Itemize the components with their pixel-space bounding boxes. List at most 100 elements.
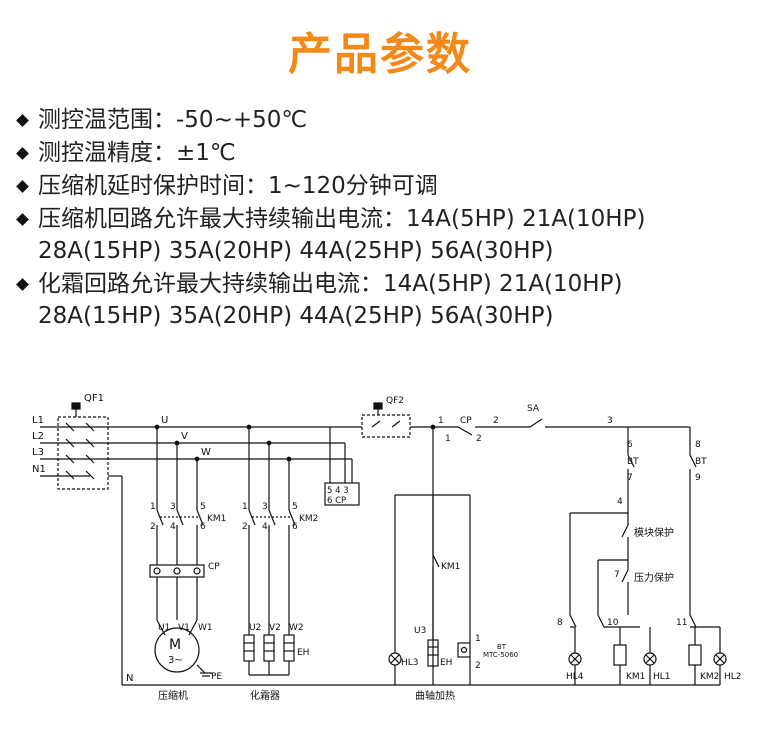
ctrl-node-3: 3: [607, 416, 613, 426]
lamp-hl1-label: HL1: [653, 672, 671, 682]
ctrl-bt-6: BT: [627, 457, 639, 467]
qf1-breaker-box: [57, 416, 109, 490]
km2-top-1: 1: [242, 502, 248, 512]
ground-pe-label: PE: [211, 672, 222, 682]
param-text-continued: 28A(15HP) 35A(20HP) 44A(25HP) 56A(30HP): [38, 303, 554, 329]
neutral-bus: [108, 475, 721, 686]
bt-label: BT: [497, 643, 507, 651]
lamp-hl2-icon: [713, 652, 727, 666]
ctrl-node-7: 7: [627, 473, 633, 483]
page-title: 产品参数: [288, 29, 472, 80]
breaker-label-qf1: QF1: [84, 393, 104, 404]
bt-terminal-1: 1: [475, 634, 481, 644]
km1-top-1: 1: [150, 502, 156, 512]
km1-label: KM1: [207, 514, 226, 524]
crank-eh-label: EH: [440, 658, 452, 668]
coil-km1-label: KM1: [626, 672, 645, 682]
breaker-label-qf2: QF2: [386, 396, 404, 406]
km2-top-3: 3: [262, 502, 268, 512]
ctrl-node-6: 6: [627, 440, 633, 450]
ctrl-node-4: 4: [617, 497, 623, 507]
bt-sensor-icon: [457, 642, 471, 658]
crank-u3-label: U3: [414, 626, 426, 636]
ctrl-node-8: 8: [695, 440, 701, 450]
coil-km2-label: KM2: [700, 672, 719, 682]
qf2-breaker-box: [361, 414, 411, 438]
crank-km1-contact-label: KM1: [441, 562, 460, 572]
km1-contacts: [156, 500, 204, 545]
lamp-hl1-icon: [643, 652, 657, 666]
km2-top-5: 5: [292, 502, 298, 512]
heater-element-2: [263, 634, 275, 662]
cp-overload-label: CP: [208, 562, 220, 572]
motor-terminal-v1: V1: [178, 623, 190, 633]
caption-defrost: 化霜器: [250, 689, 280, 702]
phase-label-u: U: [161, 415, 168, 426]
heater-terminal-w2: W2: [289, 623, 304, 633]
line-label-l1: L1: [32, 415, 44, 426]
lamp-hl3-icon: [388, 652, 402, 666]
phase-label-w: W: [201, 447, 211, 458]
ctrl-bt-8: BT: [695, 457, 707, 467]
param-item: 压缩机延时保护时间：1~120分钟可调: [16, 170, 753, 202]
km2-bot-2: 2: [242, 522, 248, 532]
heater-element-3: [283, 634, 295, 662]
motor-terminal-u1: U1: [158, 623, 170, 633]
param-text: 压缩机延时保护时间：1~120分钟可调: [38, 173, 438, 199]
lamp-hl3-label: HL3: [401, 658, 419, 668]
heater-terminal-u2: U2: [249, 623, 261, 633]
coil-km1-icon: [613, 644, 627, 666]
param-item: 测控温精度：±1℃: [16, 137, 753, 169]
km2-bot-4: 4: [262, 522, 268, 532]
pressure-protection-label: 压力保护: [634, 571, 674, 584]
lamp-hl4-icon: [568, 652, 582, 666]
ctrl-node-8b: 8: [557, 618, 563, 628]
heater-element-1: [243, 634, 255, 662]
param-text-continued: 28A(15HP) 35A(20HP) 44A(25HP) 56A(30HP): [38, 238, 554, 264]
ctrl-node-1b: 1: [445, 434, 451, 444]
bt-terminal-2: 2: [475, 661, 481, 671]
km2-contacts: [243, 500, 296, 676]
crank-heater-circuit: [394, 494, 471, 685]
neutral-label: N: [126, 673, 133, 684]
motor-phase-symbol: 3~: [168, 655, 183, 666]
ctrl-node-9: 9: [695, 473, 701, 483]
caption-crank-heat: 曲轴加热: [415, 689, 455, 702]
module-protection-label: 模块保护: [634, 526, 674, 539]
km2-bot-6: 6: [292, 522, 298, 532]
param-text: 化霜回路允许最大持续输出电流：14A(5HP) 21A(10HP): [38, 271, 623, 297]
heater-label-eh: EH: [297, 648, 309, 658]
power-lines: [40, 402, 362, 490]
km1-bot-6: 6: [200, 522, 206, 532]
motor-symbol: M: [169, 637, 181, 653]
param-text: 测控温精度：±1℃: [38, 140, 236, 166]
km1-bot-4: 4: [170, 522, 176, 532]
heater-terminal-v2: V2: [269, 623, 281, 633]
param-text: 测控温范围：-50~+50℃: [38, 107, 308, 133]
param-item: 测控温范围：-50~+50℃: [16, 104, 753, 136]
ctrl-node-7b: 7: [614, 570, 620, 580]
line-label-l2: L2: [32, 431, 44, 442]
ctrl-cp-label: CP: [460, 416, 472, 426]
bt-model-label: MTC-5060: [483, 651, 518, 659]
param-item: 化霜回路允许最大持续输出电流：14A(5HP) 21A(10HP) 28A(15…: [16, 268, 753, 332]
caption-compressor: 压缩机: [158, 689, 188, 702]
km1-top-3: 3: [170, 502, 176, 512]
control-bus: [430, 418, 697, 685]
motor-icon: [154, 627, 200, 673]
protection-chain: [569, 495, 721, 653]
coil-km2-icon: [688, 644, 702, 666]
ctrl-sa-label: SA: [527, 404, 540, 414]
km1-top-5: 5: [200, 502, 206, 512]
km1-bot-2: 2: [150, 522, 156, 532]
motor-terminal-w1: W1: [198, 623, 213, 633]
wiring-diagram: L1 L2 L3 N1 QF1 N U V W 5 4 3 6 CP: [32, 393, 742, 702]
line-label-l3: L3: [32, 447, 44, 458]
phase-label-v: V: [181, 431, 188, 442]
lamp-hl4-label: HL4: [566, 672, 584, 682]
param-item: 压缩机回路允许最大持续输出电流：14A(5HP) 21A(10HP) 28A(1…: [16, 203, 753, 267]
cp-overload-relay: [149, 564, 205, 578]
ctrl-node-2: 2: [493, 416, 499, 426]
cp-terminal-numbers: 5 4 3: [327, 486, 349, 496]
cp-terminal-cp: 6 CP: [327, 496, 346, 506]
